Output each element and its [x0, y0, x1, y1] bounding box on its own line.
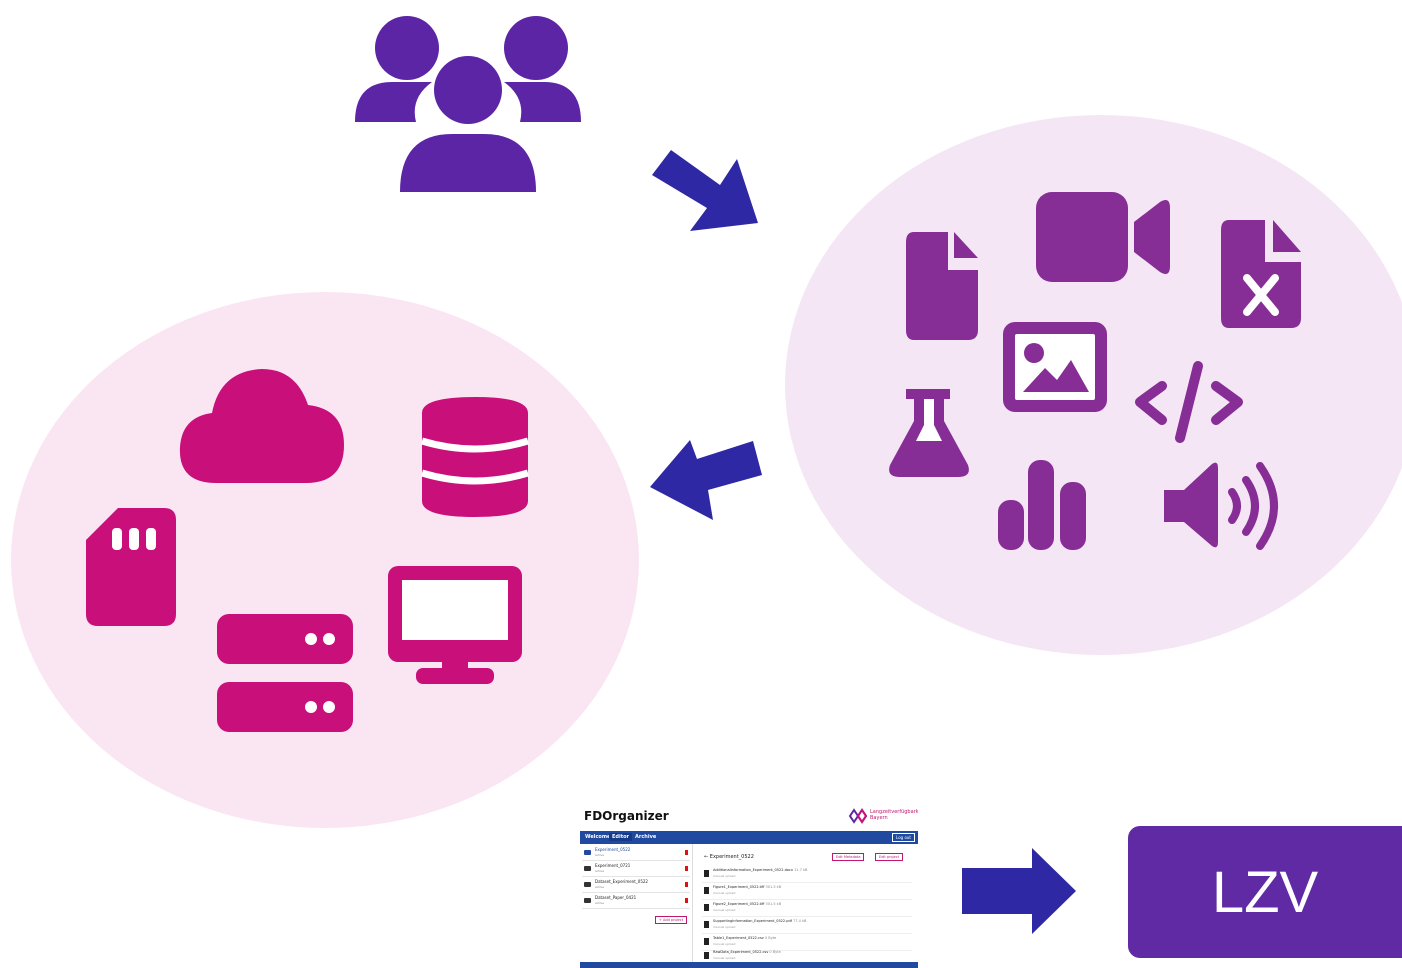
folder-icon [584, 850, 591, 855]
file-source: manual upload [713, 891, 736, 895]
flask-icon [889, 389, 969, 477]
list-item[interactable]: Experiment_0721 active [582, 862, 690, 877]
project-status: active [595, 853, 605, 857]
project-list: Experiment_0522 active Experiment_0721 a… [580, 844, 693, 962]
folder-icon [584, 866, 591, 871]
list-item[interactable]: Dataset_Paper_0421 active [582, 894, 690, 909]
trash-icon[interactable] [685, 850, 688, 855]
project-status: active [595, 901, 605, 905]
tab-archive[interactable]: Archive [635, 834, 657, 840]
file-row[interactable]: Figure2_Experiment_0522.tiff 301.5 kB ma… [702, 900, 912, 917]
file-row[interactable]: Table1_Experiment_0522.csv 0 Byte manual… [702, 934, 912, 951]
file-size: 301.5 kB [765, 885, 782, 889]
file-name: AdditionalInformation_Experiment_0522.do… [713, 868, 793, 872]
database-icon [420, 397, 530, 517]
app-title: FDOrganizer [584, 809, 669, 823]
breadcrumb[interactable]: ← Experiment_0522 [704, 854, 754, 860]
file-icon [906, 232, 978, 340]
trash-icon[interactable] [685, 882, 688, 887]
file-name: RawData_Experiment_0522.csv [713, 950, 769, 954]
file-name: Figure2_Experiment_0522.tiff [713, 902, 765, 906]
logo-mark-icon [848, 808, 868, 824]
edit-project-button[interactable]: Edit project [875, 853, 904, 861]
file-icon [704, 921, 709, 928]
arrow-right-icon [962, 848, 1076, 934]
tab-welcome[interactable]: Welcome [585, 834, 611, 840]
folder-icon [584, 898, 591, 903]
lzv-box: LZV [1128, 826, 1402, 958]
project-name: Experiment_0721 [595, 863, 631, 868]
logout-button[interactable]: Log out [892, 833, 915, 842]
volume-icon [1164, 462, 1278, 550]
file-icon [704, 870, 709, 877]
logo-text: Langzeitverfügbarkeit Bayern [870, 809, 918, 821]
file-size: 0 Byte [769, 950, 781, 954]
code-icon [1135, 361, 1243, 443]
file-source: manual upload [713, 956, 736, 960]
trash-icon[interactable] [685, 866, 688, 871]
project-name: Experiment_0522 [595, 847, 631, 852]
file-size: 0 Byte [764, 936, 777, 940]
cloud-icon [179, 369, 344, 483]
fdorganizer-screenshot: FDOrganizer Langzeitverfügbarkeit Bayern… [580, 803, 918, 968]
file-name: SupportingInformation_Experiment_0522.pd… [713, 919, 792, 923]
project-detail: ← Experiment_0522 Edit Metadata Edit pro… [694, 844, 918, 965]
users-group-icon [355, 16, 581, 192]
add-project-button[interactable]: + Add project [655, 916, 688, 924]
file-icon [704, 952, 709, 959]
file-source: manual upload [713, 942, 736, 946]
file-row[interactable]: Figure1_Experiment_0522.tiff 301.5 kB ma… [702, 883, 912, 900]
tab-editor[interactable]: Editor [609, 833, 632, 841]
project-name: Dataset_Paper_0421 [595, 895, 637, 900]
file-source: manual upload [713, 908, 736, 912]
file-icon [704, 904, 709, 911]
project-status: active [595, 885, 605, 889]
footer-bar [580, 962, 918, 968]
file-icon [704, 887, 709, 894]
nav-bar: Welcome Editor Archive Log out [580, 831, 918, 844]
project-name: Dataset_Experiment_0522 [595, 879, 648, 884]
edit-metadata-button[interactable]: Edit Metadata [832, 853, 865, 861]
video-camera-icon [1036, 192, 1170, 282]
file-row[interactable]: SupportingInformation_Experiment_0522.pd… [702, 917, 912, 934]
folder-icon [584, 882, 591, 887]
lzv-logo: Langzeitverfügbarkeit Bayern [848, 808, 918, 826]
file-excel-icon [1221, 220, 1301, 328]
file-icon [704, 938, 709, 945]
list-item[interactable]: Dataset_Experiment_0522 active [582, 878, 690, 893]
file-source: manual upload [713, 925, 736, 929]
file-row[interactable]: AdditionalInformation_Experiment_0522.do… [702, 866, 912, 883]
file-name: Figure1_Experiment_0522.tiff [713, 885, 765, 889]
trash-icon[interactable] [685, 898, 688, 903]
list-item[interactable]: Experiment_0522 active [582, 846, 690, 861]
project-status: active [595, 869, 605, 873]
image-icon [1003, 322, 1107, 412]
file-size: 77.4 kB [793, 919, 807, 923]
file-size: 11.7 kB [794, 868, 808, 872]
server-icon [217, 614, 353, 732]
arrow-down-right-icon [652, 150, 758, 231]
bar-chart-icon [998, 460, 1086, 550]
sd-card-icon [86, 508, 176, 626]
arrow-down-left-icon [650, 440, 762, 520]
monitor-icon [388, 566, 522, 684]
file-size: 301.5 kB [765, 902, 782, 906]
file-source: manual upload [713, 874, 736, 878]
file-name: Table1_Experiment_0522.csv [713, 936, 764, 940]
